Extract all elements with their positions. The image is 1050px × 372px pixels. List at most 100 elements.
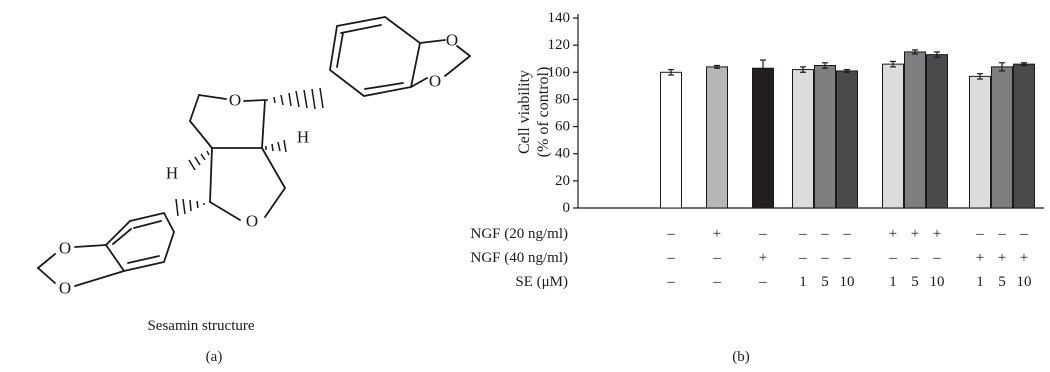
panel-label-b: (b)	[732, 349, 750, 365]
right-h-hashed-wedge	[265, 139, 287, 153]
y-tick-label: 0	[563, 200, 571, 216]
y-tick-label: 140	[548, 10, 571, 26]
atom-hydrogen: H	[297, 128, 309, 147]
panel-label-a: (a)	[206, 349, 223, 365]
condition-label: SE (μM)	[515, 274, 568, 290]
condition-value: –	[712, 274, 721, 290]
atom-hydrogen: H	[166, 164, 178, 183]
condition-value: +	[998, 250, 1006, 266]
bar	[991, 66, 1013, 209]
atom-oxygen: O	[59, 239, 71, 258]
lower-dioxole-bond	[37, 253, 56, 269]
atom-oxygen: O	[246, 212, 258, 231]
condition-value: –	[910, 250, 919, 266]
lower-ring-double-bond	[112, 228, 132, 245]
condition-value: –	[820, 226, 829, 242]
bar	[969, 75, 991, 209]
bar	[904, 51, 926, 209]
sesamin-structure: O O O O H	[37, 16, 471, 365]
condition-value: +	[759, 250, 767, 266]
condition-value: –	[997, 226, 1006, 242]
core-bond	[261, 99, 266, 149]
condition-value: –	[758, 226, 767, 242]
condition-value: –	[712, 250, 721, 266]
y-tick-label: 80	[555, 91, 570, 107]
condition-value: 10	[1017, 274, 1032, 290]
condition-value: –	[1019, 226, 1028, 242]
upper-dioxole-bond	[410, 77, 428, 88]
lower-ring-double-bond	[133, 220, 162, 229]
condition-value: 5	[998, 274, 1006, 290]
y-tick-label: 20	[555, 173, 570, 189]
upper-dioxole-bond	[456, 45, 471, 57]
condition-value: +	[1020, 250, 1028, 266]
atom-oxygen: O	[429, 72, 441, 91]
bar	[1013, 63, 1035, 209]
upper-dioxole-bond	[444, 55, 471, 77]
lower-ring-double-bond	[127, 255, 160, 264]
condition-value: 1	[799, 274, 807, 290]
condition-label: NGF (20 ng/ml)	[471, 226, 569, 242]
condition-table: NGF (20 ng/ml)–+––––+++–––NGF (40 ng/ml)…	[471, 226, 1032, 290]
upper-ring-double-bond	[336, 32, 344, 68]
bars	[660, 49, 1035, 209]
atom-oxygen: O	[446, 31, 458, 50]
core-bond	[264, 187, 286, 218]
core-bond	[209, 147, 213, 203]
bar	[706, 66, 728, 209]
condition-value: –	[666, 274, 675, 290]
y-tick-label: 60	[555, 119, 570, 135]
condition-label: NGF (40 ng/ml)	[471, 250, 569, 266]
condition-value: –	[820, 250, 829, 266]
condition-value: 1	[889, 274, 897, 290]
cell-viability-chart: Cell viability(% of control) 0 20 40 60 80 10…	[471, 10, 1044, 365]
condition-value: –	[798, 226, 807, 242]
atom-oxygen: O	[59, 279, 71, 298]
condition-value: 10	[840, 274, 855, 290]
bar	[660, 71, 682, 209]
condition-value: –	[932, 250, 941, 266]
condition-value: 5	[821, 274, 829, 290]
y-tick-label: 120	[548, 37, 571, 53]
lower-hashed-wedge	[175, 198, 205, 217]
condition-value: +	[976, 250, 984, 266]
y-axis-label-line: (% of control)	[535, 67, 552, 158]
condition-value: +	[889, 226, 897, 242]
core-bond	[243, 99, 266, 102]
condition-value: +	[933, 226, 941, 242]
core-bond	[261, 147, 286, 189]
y-tick-label: 40	[555, 146, 570, 162]
y-axis-label: Cell viability(% of control)	[516, 67, 552, 158]
bar	[926, 54, 948, 209]
bar	[814, 65, 836, 209]
condition-value: 10	[930, 274, 945, 290]
left-h-hashed-wedge	[188, 150, 210, 171]
condition-value: –	[975, 226, 984, 242]
bar	[792, 69, 814, 209]
core-bond	[189, 94, 200, 122]
lower-dioxole-bond	[37, 267, 56, 284]
atom-oxygen: O	[229, 91, 241, 110]
condition-value: –	[666, 250, 675, 266]
condition-value: –	[888, 250, 897, 266]
bar	[752, 67, 774, 209]
y-tick-label: 100	[548, 64, 571, 80]
lower-dioxole-bond	[74, 244, 107, 248]
condition-value: +	[911, 226, 919, 242]
upper-hashed-wedge	[266, 87, 324, 110]
condition-value: –	[758, 274, 767, 290]
core-bond	[198, 94, 227, 100]
lower-dioxole-bond	[74, 270, 125, 287]
upper-ring-double-bond	[340, 24, 382, 34]
condition-value: –	[666, 226, 675, 242]
bar	[836, 70, 858, 209]
bar	[882, 63, 904, 209]
condition-value: +	[713, 226, 721, 242]
condition-value: –	[798, 250, 807, 266]
condition-value: 1	[976, 274, 984, 290]
core-bond	[189, 120, 213, 149]
condition-value: –	[842, 250, 851, 266]
condition-value: 5	[911, 274, 919, 290]
condition-value: –	[842, 226, 851, 242]
